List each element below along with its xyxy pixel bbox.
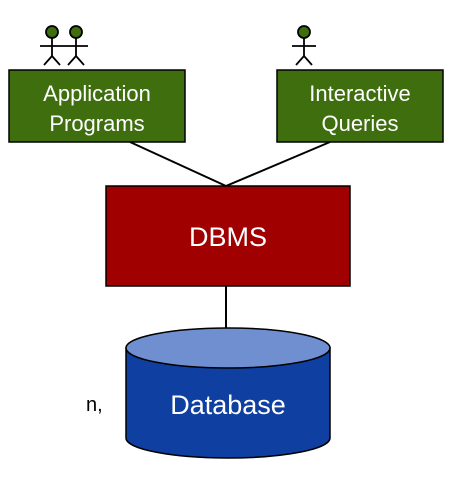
interactive-queries-label-line1: Interactive (309, 81, 411, 106)
database-node: Database (125, 327, 331, 459)
clipped-side-text: n, (86, 394, 103, 416)
connector-app-to-dbms (129, 141, 227, 187)
interactive-queries-node: Interactive Queries (276, 69, 444, 143)
application-programs-label-line2: Programs (49, 111, 144, 136)
dbms-node: DBMS (105, 185, 351, 287)
application-programs-node: Application Programs (8, 69, 186, 143)
user-icon (292, 25, 316, 66)
user-icon (40, 25, 64, 66)
interactive-queries-label-line2: Queries (321, 111, 398, 136)
application-programs-label-line1: Application (43, 81, 151, 106)
user-icon (64, 25, 88, 66)
dbms-label: DBMS (189, 222, 267, 252)
database-label: Database (170, 390, 286, 420)
connector-queries-to-dbms (225, 141, 331, 187)
